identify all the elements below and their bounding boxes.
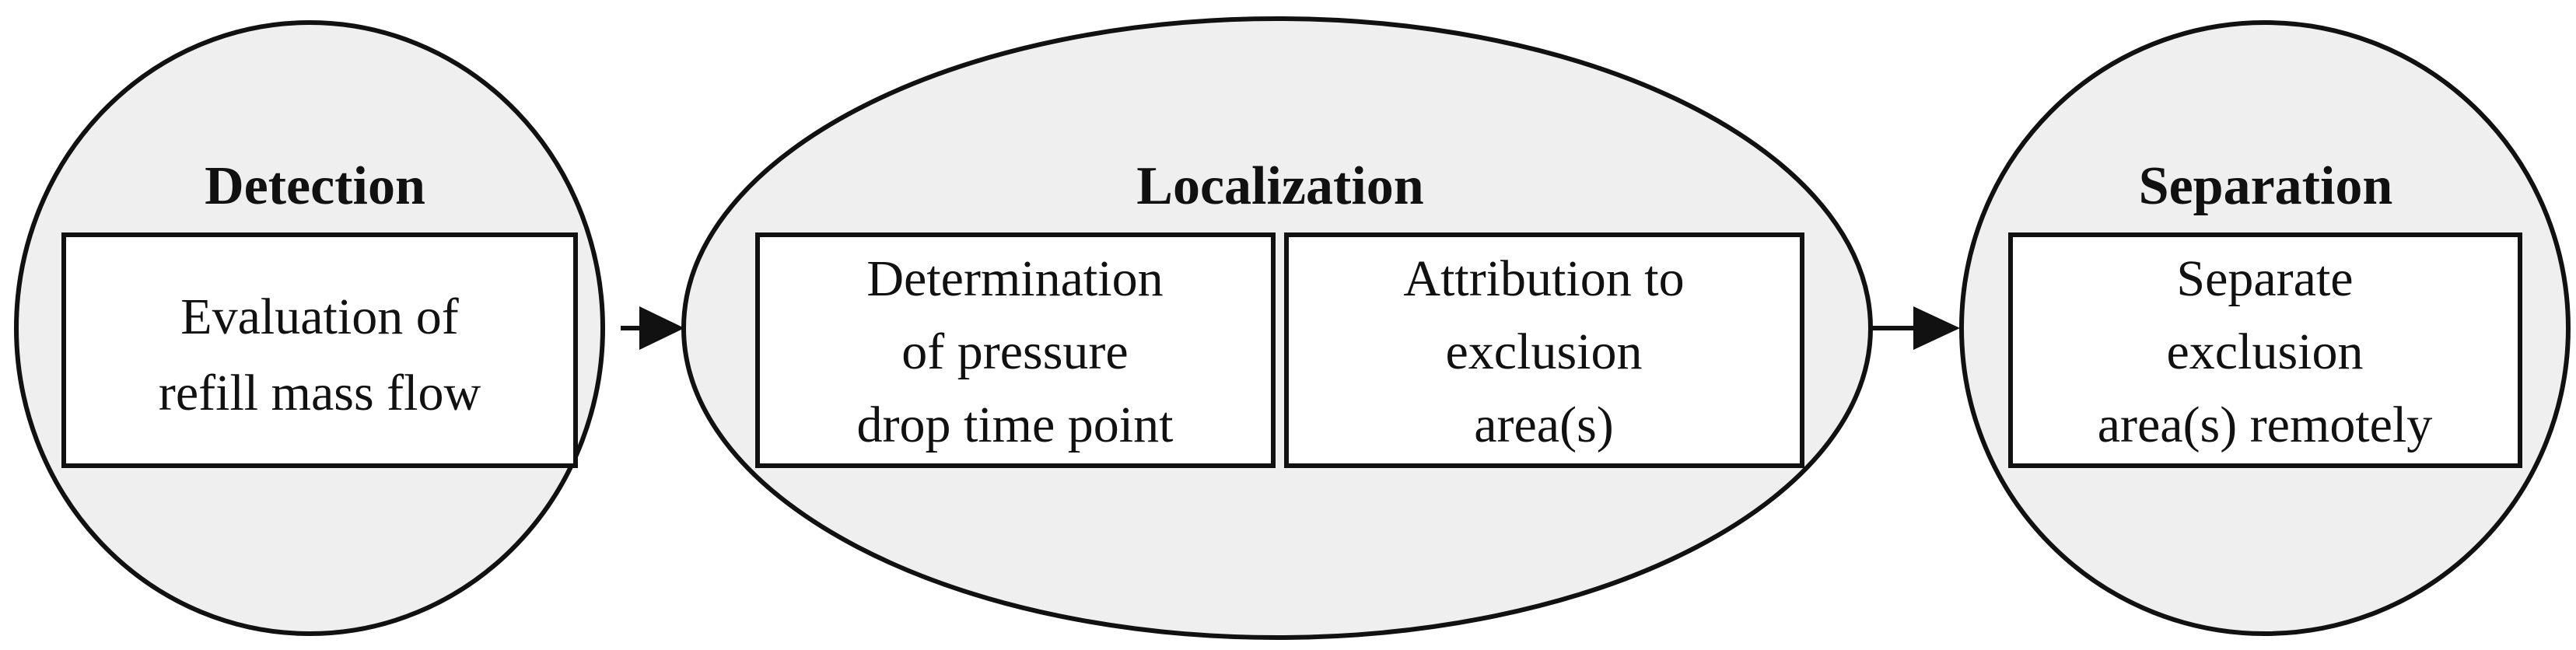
localization-box-pressure-drop <box>755 232 1276 468</box>
localization-box-line: of pressure <box>901 323 1128 380</box>
localization-box-line: Determination <box>866 250 1163 307</box>
arrow-detection-to-localization <box>621 306 684 350</box>
detection-box-line: Evaluation of <box>180 288 458 345</box>
separation-box-remote <box>2008 232 2522 468</box>
detection-box-refill-mass-flow <box>61 232 578 468</box>
separation-box-line: area(s) remotely <box>2098 397 2433 453</box>
arrowhead-icon <box>1913 306 1960 350</box>
localization-box-line: Attribution to <box>1403 250 1684 307</box>
localization-box-line: exclusion <box>1446 323 1643 380</box>
localization-heading: Localization <box>1136 156 1423 216</box>
localization-box-exclusion-area <box>1284 232 1804 468</box>
separation-box-line: Separate <box>2176 250 2353 307</box>
arrow-localization-to-separation <box>1871 306 1960 350</box>
stage-separation: Separation Separate exclusion area(s) re… <box>1959 20 2571 636</box>
separation-box-line: exclusion <box>2167 323 2364 380</box>
stage-localization: Localization Determination of pressure d… <box>681 16 1873 640</box>
detection-box-line: refill mass flow <box>159 365 481 421</box>
arrowhead-icon <box>639 306 684 350</box>
detection-heading: Detection <box>205 156 425 216</box>
stage-detection: Detection Evaluation of refill mass flow <box>14 20 605 636</box>
localization-box-line: drop time point <box>857 397 1174 453</box>
separation-heading: Separation <box>2139 156 2393 216</box>
localization-box-line: area(s) <box>1474 397 1614 453</box>
